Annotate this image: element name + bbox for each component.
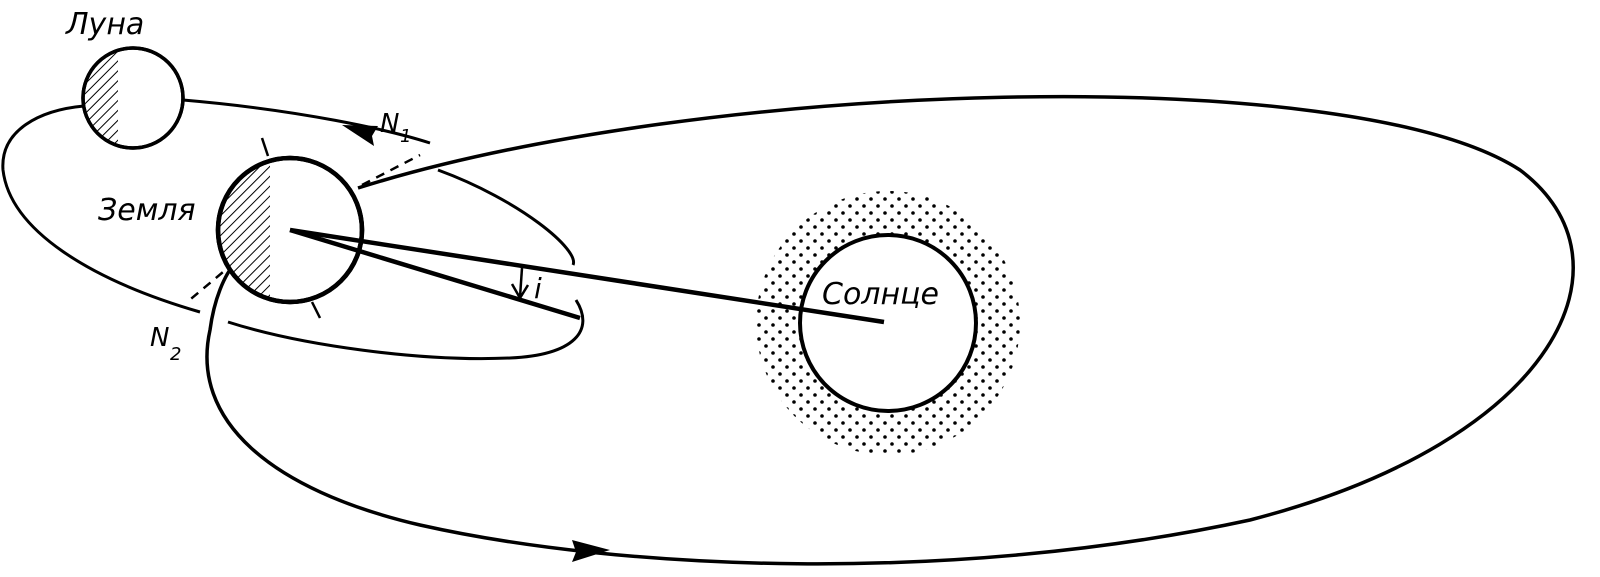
moon xyxy=(81,46,185,150)
earth-sun-line xyxy=(289,227,885,325)
moon-plane-line xyxy=(289,227,581,321)
earth-orbit xyxy=(205,94,1575,566)
moon-orbit xyxy=(1,98,585,361)
earth xyxy=(215,137,365,319)
earth-orbit-arrow-icon xyxy=(572,540,610,562)
sun-disk xyxy=(798,233,978,413)
inclination-lines xyxy=(289,227,885,325)
sun xyxy=(700,150,1080,500)
earth-axis-ticks xyxy=(260,137,322,319)
node-1-subscript: 1 xyxy=(400,126,411,147)
moon-label: Луна xyxy=(65,7,144,42)
node-2-label: N xyxy=(150,323,169,353)
node-2-subscript: 2 xyxy=(170,344,181,365)
earth-label: Земля xyxy=(98,193,196,228)
line-of-nodes xyxy=(185,153,421,304)
node-1-label: N xyxy=(380,109,399,139)
inclination-angle-label: i xyxy=(534,272,542,305)
angle-marker xyxy=(510,267,530,301)
sun-label: Солнце xyxy=(822,277,939,312)
moon-orbit-arrow-icon xyxy=(342,125,378,146)
